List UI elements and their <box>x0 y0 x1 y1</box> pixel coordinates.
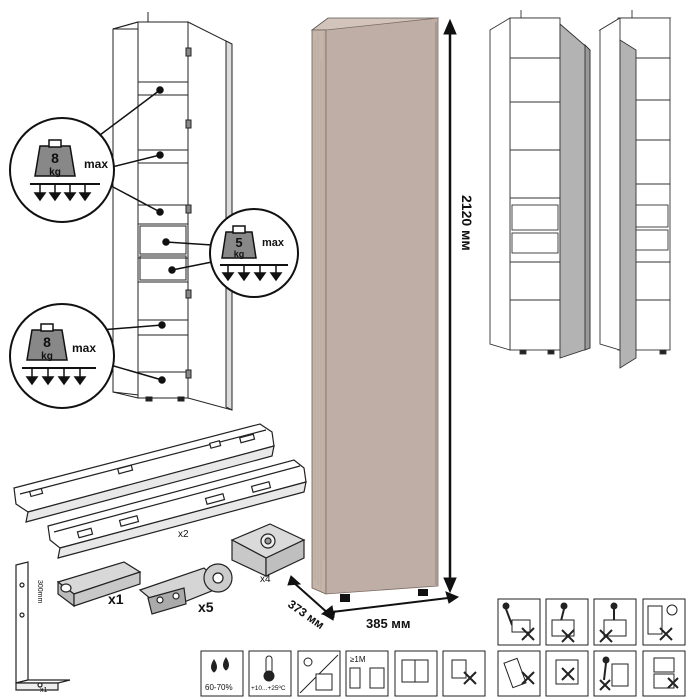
right-view-1 <box>489 10 591 359</box>
drawer-rail-bottom <box>47 459 307 559</box>
rails-qty: x2 <box>178 529 189 540</box>
bracket-size: 300mm <box>36 580 43 604</box>
load-badge-2-max: max <box>262 237 285 249</box>
cabinet-foot <box>340 594 350 602</box>
load-badge-2-value: 5 <box>235 235 242 250</box>
load-badge-1-unit: kg <box>49 167 61 178</box>
cabinet-foot <box>418 589 428 596</box>
right-view-2 <box>598 10 672 369</box>
foot-qty: x4 <box>260 574 271 585</box>
width-label: 385 мм <box>366 616 411 631</box>
load-badge-1: 8 kg max <box>9 117 115 223</box>
humidity-icon <box>200 650 244 697</box>
load-badge-2: 5 kg max <box>209 208 299 298</box>
drawer-rail-top <box>13 423 275 523</box>
hinge-qty: x5 <box>198 599 214 615</box>
load-badge-1-max: max <box>84 157 108 171</box>
down-arrows-icon <box>25 368 87 386</box>
left-cabinet-drawing <box>112 12 233 411</box>
foot-part <box>230 523 306 577</box>
knob-part <box>56 561 142 608</box>
width-dimension <box>320 591 460 618</box>
hinge-part <box>138 563 233 615</box>
load-pointer-lines <box>99 86 213 384</box>
distance-label: ≥1M <box>350 655 366 664</box>
temperature-label: +10...+25ºC <box>251 685 286 692</box>
down-arrows-icon <box>33 184 92 202</box>
load-badge-1-value: 8 <box>51 150 59 166</box>
knob-qty: x1 <box>108 591 124 607</box>
load-badge-3: 8 kg max <box>9 303 115 409</box>
humidity-label: 60-70% <box>205 683 233 692</box>
height-label: 2120 мм <box>459 195 475 251</box>
down-arrows-icon <box>221 265 283 282</box>
bracket-qty: x1 <box>40 687 48 694</box>
load-badge-3-unit: kg <box>41 351 53 362</box>
load-badge-3-value: 8 <box>43 334 51 350</box>
l-bracket <box>15 561 71 691</box>
load-badge-2-unit: kg <box>234 249 245 259</box>
depth-label: 373 мм <box>285 597 327 632</box>
height-dimension <box>443 18 457 594</box>
load-badge-3-max: max <box>72 341 96 355</box>
care-icons: 60-70% +10...+25ºC ≥1M <box>200 598 686 697</box>
main-cabinet <box>310 17 440 602</box>
